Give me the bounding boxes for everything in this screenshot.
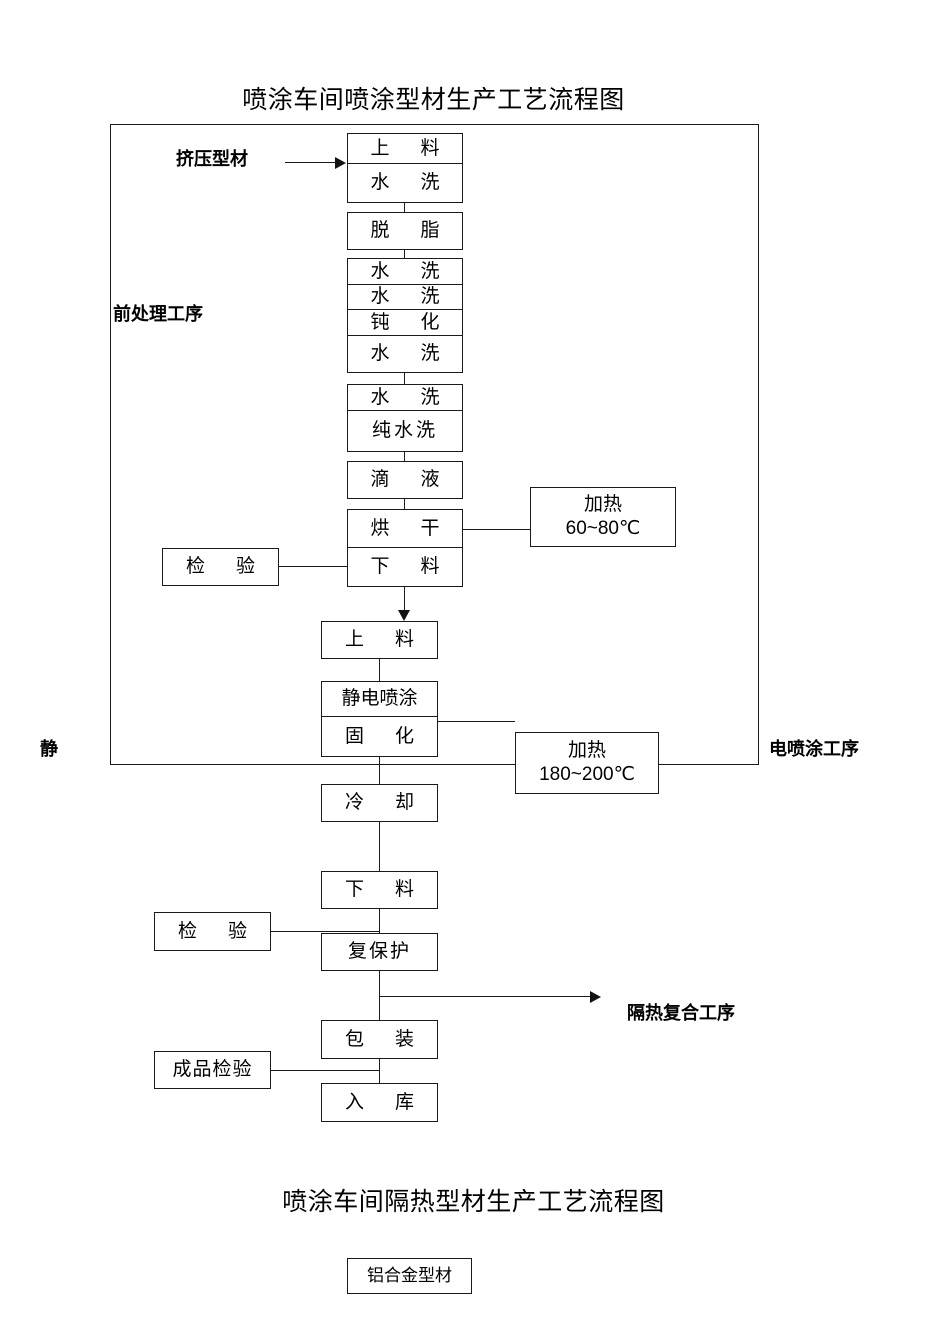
bottom-title: 喷涂车间隔热型材生产工艺流程图 <box>282 1188 665 1216</box>
box-pure-water-wash[interactable]: 纯水洗 <box>371 420 438 442</box>
label-input-material: 挤压型材 <box>176 149 248 169</box>
connector-dry-to-heating <box>463 529 530 530</box>
box-final-inspection[interactable]: 成品检验 <box>154 1051 271 1089</box>
connector-inspection1-to-unload <box>279 566 348 567</box>
box-degrease[interactable]: 脱 脂 <box>347 212 463 250</box>
stack-wash-purewash: 水 洗 纯水洗 <box>347 384 463 452</box>
connector-reprotect-to-packing <box>379 971 380 1020</box>
box-heating-dry[interactable]: 加热 60~80℃ <box>530 487 676 547</box>
arrowhead-input-to-loading <box>335 157 346 169</box>
box-unload-2[interactable]: 下 料 <box>321 871 438 909</box>
connector-drip-to-dry <box>404 499 405 509</box>
box-warehouse[interactable]: 入 库 <box>321 1083 438 1122</box>
connector-unload2-to-reprotect <box>379 909 380 933</box>
heating-curing-value: 180~200℃ <box>539 764 635 785</box>
stack-spray-curing: 静电喷涂 固 化 <box>321 681 438 757</box>
arrowhead-unload-to-loading2 <box>398 610 410 621</box>
connector-purewash-to-drip <box>404 452 405 461</box>
box-curing[interactable]: 固 化 <box>344 725 420 747</box>
connector-inspection2-to-line <box>271 931 380 932</box>
box-unload-top[interactable]: 下 料 <box>370 556 446 578</box>
label-spray-stage-left: 静 <box>40 739 58 759</box>
connector-curing-to-heating <box>438 721 515 722</box>
stack-loading-wash: 上 料 水 洗 <box>347 133 463 203</box>
arrowhead-to-insulation <box>590 991 601 1003</box>
heating-dry-value: 60~80℃ <box>565 518 641 539</box>
connector-final-inspection-to-line <box>271 1070 380 1071</box>
box-passivation[interactable]: 钝 化 <box>348 310 462 336</box>
box-water-wash-1[interactable]: 水 洗 <box>370 172 446 194</box>
connector-input-to-loading <box>285 162 337 163</box>
connector-loading2-to-spray <box>379 659 380 681</box>
box-cooling[interactable]: 冷 却 <box>321 784 438 822</box>
connector-unload-to-loading2 <box>404 587 405 617</box>
box-packing[interactable]: 包 装 <box>321 1020 438 1059</box>
connector-wash1-to-degrease <box>404 203 405 212</box>
box-dry[interactable]: 烘 干 <box>348 510 462 548</box>
connector-stack2-to-stack3 <box>404 373 405 384</box>
box-drip[interactable]: 滴 液 <box>347 461 463 499</box>
label-pretreatment-stage: 前处理工序 <box>113 304 203 324</box>
process-group-rectangle <box>110 124 759 765</box>
connector-packing-to-warehouse <box>379 1059 380 1083</box>
connector-curing-to-cooling <box>379 757 380 784</box>
box-inspection-2[interactable]: 检 验 <box>154 912 271 951</box>
stack-wash-passivation: 水 洗 水 洗 钝 化 水 洗 <box>347 258 463 373</box>
box-heating-curing[interactable]: 加热 180~200℃ <box>515 732 659 794</box>
box-electrostatic-spray[interactable]: 静电喷涂 <box>322 682 437 718</box>
heating-curing-label: 加热 <box>567 740 606 762</box>
box-water-wash-5[interactable]: 水 洗 <box>348 385 462 412</box>
box-reprotect[interactable]: 复保护 <box>321 933 438 971</box>
label-insulation-stage: 隔热复合工序 <box>627 1003 735 1023</box>
heating-dry-label: 加热 <box>583 494 622 516</box>
box-water-wash-3[interactable]: 水 洗 <box>348 285 462 311</box>
box-water-wash-2[interactable]: 水 洗 <box>348 259 462 285</box>
stack-dry-unload: 烘 干 下 料 <box>347 509 463 587</box>
connector-degrease-to-stack2 <box>404 250 405 258</box>
connector-reprotect-to-insulation <box>379 996 592 997</box>
box-water-wash-4[interactable]: 水 洗 <box>370 343 446 365</box>
box-aluminum-profile[interactable]: 铝合金型材 <box>347 1258 472 1294</box>
top-title: 喷涂车间喷涂型材生产工艺流程图 <box>242 86 625 114</box>
box-loading-2[interactable]: 上 料 <box>321 621 438 659</box>
box-inspection-1[interactable]: 检 验 <box>162 548 279 586</box>
box-loading-top[interactable]: 上 料 <box>348 134 462 164</box>
label-spray-stage-right: 电喷涂工序 <box>769 739 859 759</box>
connector-cooling-to-unload2 <box>379 822 380 871</box>
